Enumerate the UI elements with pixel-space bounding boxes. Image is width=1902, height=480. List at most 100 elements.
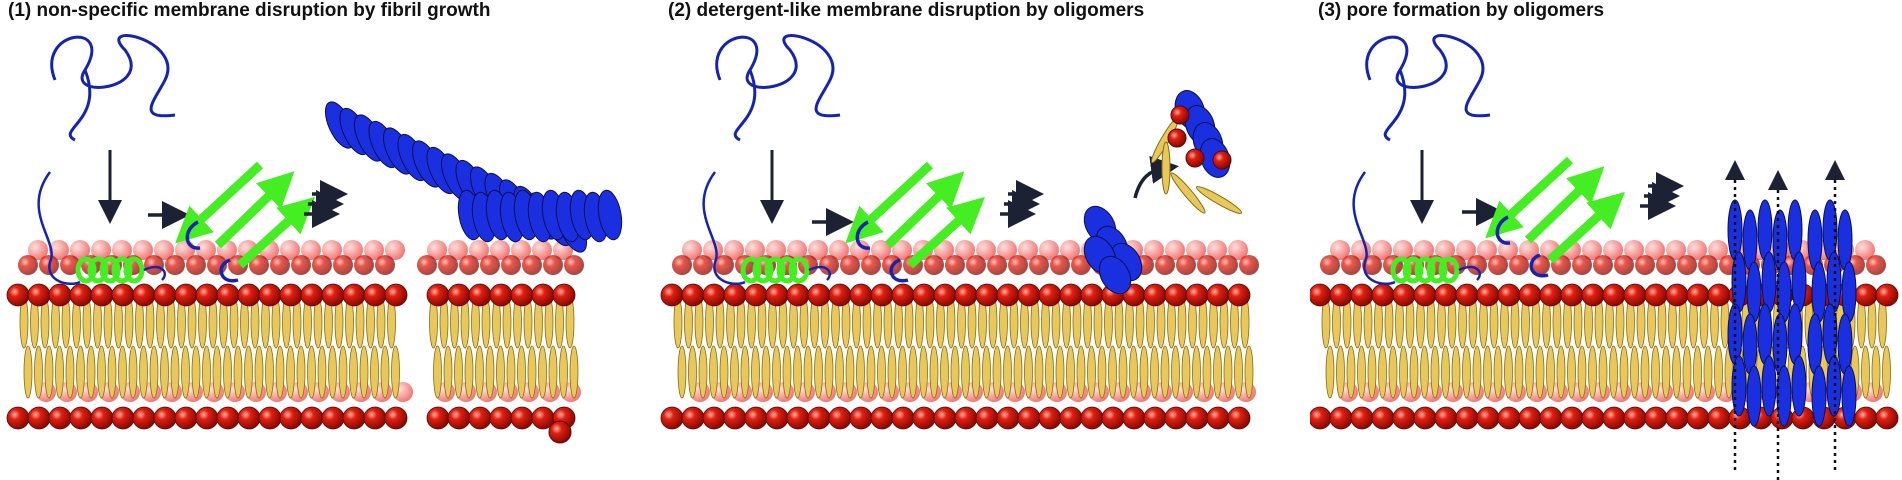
lipid-tail: [982, 345, 991, 399]
lipid-headgroup: [933, 283, 957, 307]
lipid-tail: [443, 345, 453, 399]
lipid-headgroup: [1434, 406, 1458, 430]
lipid-headgroup-back: [133, 240, 153, 260]
lipid-tail: [370, 345, 379, 399]
lipid-tail: [1223, 345, 1233, 399]
lipid-headgroup-back: [892, 240, 912, 260]
lipid-tail: [1160, 345, 1170, 399]
lipid-headgroup: [417, 255, 437, 275]
lipid-tail: [803, 345, 813, 399]
lipid-tail: [761, 345, 771, 399]
lipid-headgroup: [216, 283, 240, 307]
lipid-tail: [1462, 345, 1471, 399]
lipid-tail: [1630, 345, 1639, 399]
lipid-tail: [1161, 141, 1171, 195]
lipid-headgroup: [693, 255, 713, 275]
lipid-tail: [814, 345, 823, 399]
lipid-headgroup: [1614, 255, 1634, 275]
lipid-tail: [55, 345, 64, 399]
panel-title: (3) pore formation by oligomers: [1318, 0, 1605, 21]
lipid-headgroup: [1497, 283, 1521, 307]
lipid-headgroup: [954, 283, 978, 307]
lipid-headgroup: [111, 406, 135, 430]
fibril-subunit: [597, 189, 623, 241]
lipid-tail: [772, 345, 781, 399]
lipid-tail: [1129, 345, 1138, 399]
lipid-headgroup: [744, 283, 768, 307]
lipid-tail: [44, 345, 54, 399]
lipid-headgroup: [312, 255, 332, 275]
lipid-tail: [1703, 345, 1713, 399]
lipid-tail: [1150, 345, 1159, 399]
lipid-tail: [698, 345, 708, 399]
lipid-headgroup: [1310, 283, 1332, 307]
lipid-headgroup-back: [196, 240, 216, 260]
lipid-headgroup-back: [1855, 240, 1875, 260]
lipid-tail: [128, 345, 138, 399]
lipid-tail: [940, 345, 949, 399]
lipid-headgroup: [342, 283, 366, 307]
lipid-headgroup: [1170, 105, 1190, 125]
lipid-headgroup-back: [28, 240, 48, 260]
lipid-headgroup: [702, 406, 726, 430]
lipid-headgroup-back: [91, 240, 111, 260]
lipid-tail: [1861, 345, 1870, 399]
lipid-headgroup: [1167, 128, 1187, 148]
lipid-tail: [1493, 345, 1503, 399]
lipid-headgroup: [912, 283, 936, 307]
lipid-tail: [212, 345, 222, 399]
lipid-headgroup: [1392, 406, 1416, 430]
lipid-tail: [688, 345, 697, 399]
lipid-headgroup-back: [1414, 240, 1434, 260]
lipid-tail: [233, 345, 243, 399]
lipid-tail: [1346, 345, 1356, 399]
lipid-tail: [1066, 345, 1075, 399]
lipid-headgroup-back: [934, 240, 954, 260]
lipid-tail: [275, 345, 285, 399]
lipid-tail: [1388, 345, 1398, 399]
lipid-headgroup: [300, 283, 324, 307]
lipid-tail: [1171, 345, 1180, 399]
lipid-headgroup: [27, 283, 51, 307]
pore-subunit: [1731, 251, 1747, 313]
lipid-tail: [223, 345, 232, 399]
lipid-headgroup: [459, 255, 479, 275]
lipid-headgroup: [1665, 283, 1689, 307]
lipid-headgroup: [672, 255, 692, 275]
fibril-icon: [324, 101, 623, 253]
lipid-headgroup: [333, 255, 353, 275]
lipid-headgroup-back: [724, 240, 744, 260]
lipid-headgroup: [1698, 255, 1718, 275]
lipid-headgroup: [1467, 255, 1487, 275]
lipid-headgroup-back: [70, 240, 90, 260]
lipid-headgroup: [153, 406, 177, 430]
lipid-headgroup-back: [1018, 240, 1038, 260]
lipid-tail: [1034, 345, 1044, 399]
lipid-headgroup: [1518, 406, 1542, 430]
lipid-tail: [1430, 345, 1440, 399]
lipid-headgroup: [1665, 406, 1689, 430]
lipid-headgroup: [1560, 406, 1584, 430]
lipid-headgroup: [1218, 255, 1238, 275]
lipid-headgroup: [321, 406, 345, 430]
lipid-headgroup: [681, 283, 705, 307]
pore-subunit: [1791, 355, 1807, 417]
lipid-headgroup: [1341, 255, 1361, 275]
lipid-headgroup: [1071, 255, 1091, 275]
lipid-headgroup: [1875, 283, 1899, 307]
lipid-headgroup: [849, 283, 873, 307]
lipid-tail: [877, 345, 886, 399]
lipid-tail: [349, 345, 358, 399]
lipid-tail: [1577, 345, 1587, 399]
lipid-headgroup: [1875, 406, 1899, 430]
unfolded-protein-icon: [715, 34, 841, 142]
lipid-tail: [1013, 345, 1023, 399]
lipid-tail: [244, 345, 253, 399]
pore-subunit: [1811, 365, 1827, 427]
lipid-tail: [464, 345, 474, 399]
lipid-headgroup: [975, 406, 999, 430]
lipid-tail: [548, 345, 558, 399]
lipid-headgroup: [1602, 406, 1626, 430]
lipid-headgroup: [426, 283, 450, 307]
lipid-headgroup-back: [1624, 240, 1644, 260]
